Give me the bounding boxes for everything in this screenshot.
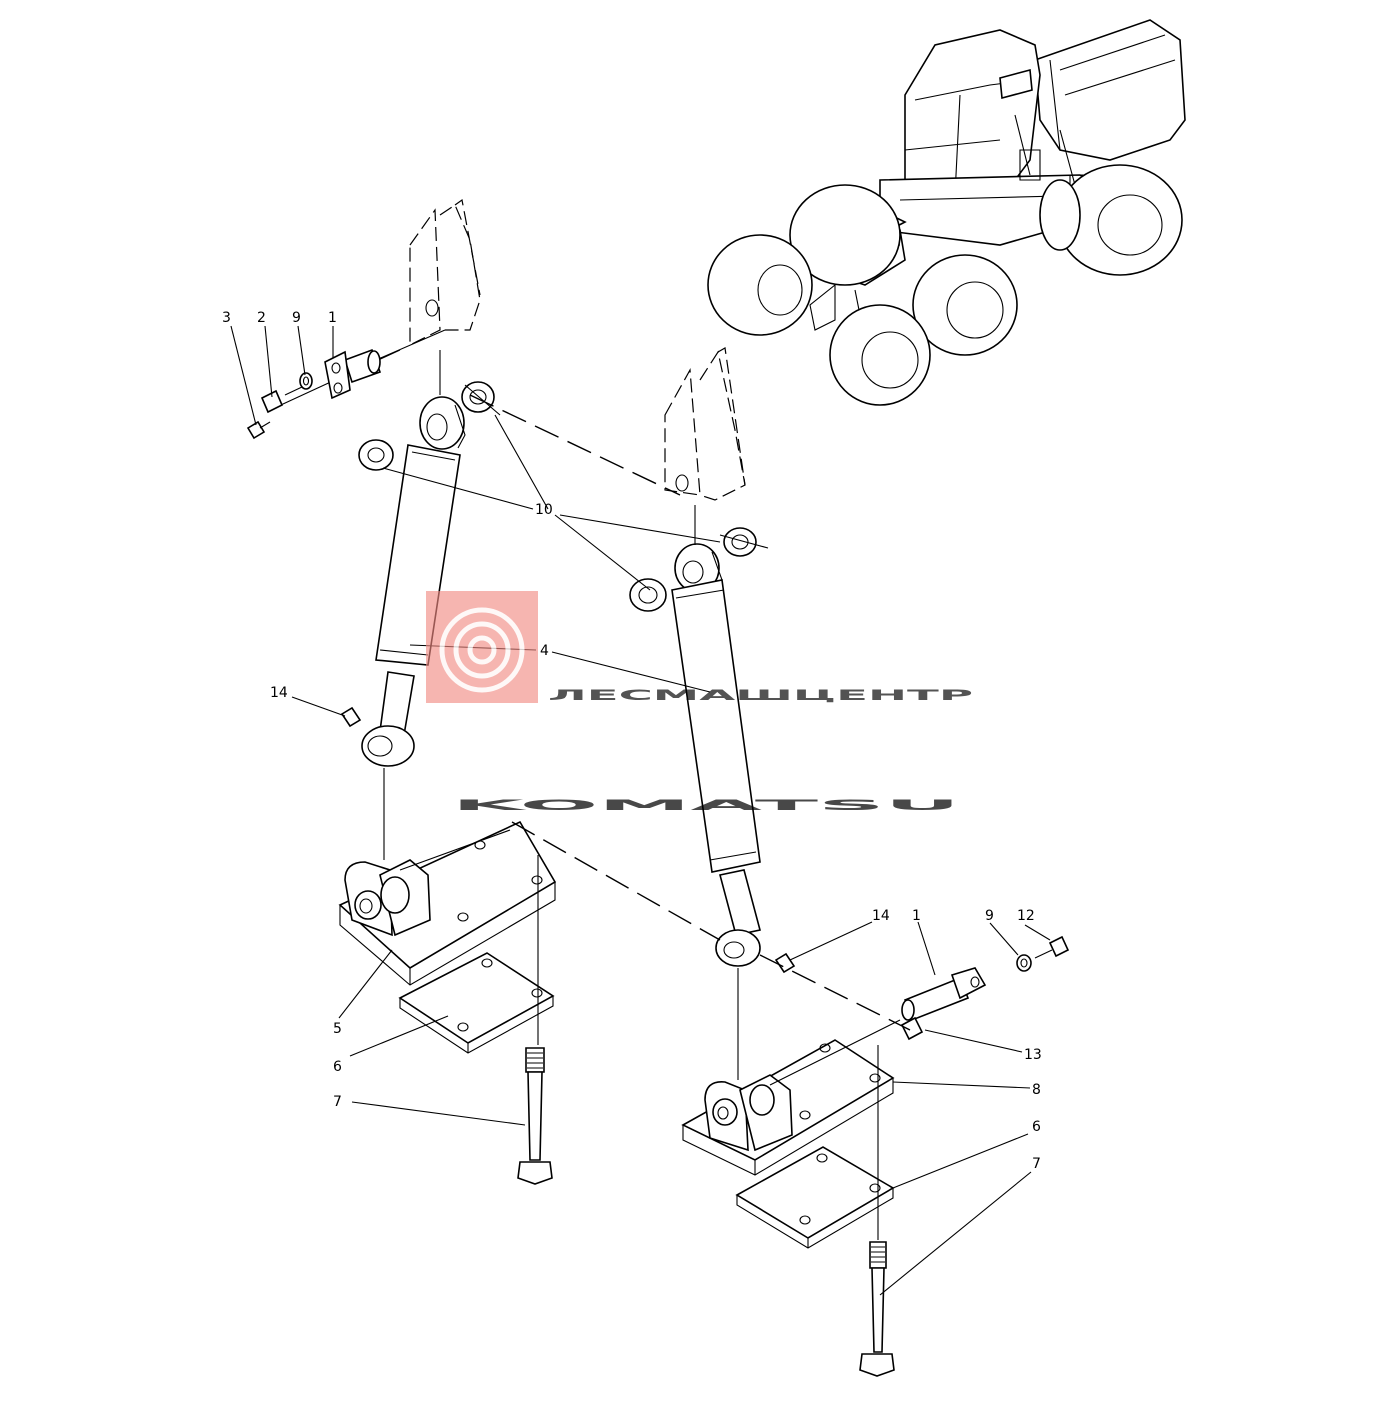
assembly-center-lines	[383, 350, 911, 1240]
base-plate-left-assembly	[338, 820, 557, 1185]
callout-7-right: 7	[1032, 1156, 1041, 1172]
callout-1-right: 1	[912, 908, 921, 924]
machine-wheels	[707, 164, 1183, 406]
lower-pin-assembly	[900, 935, 1070, 1041]
callout-6: 6	[333, 1059, 342, 1075]
callout-9: 9	[292, 310, 301, 326]
callout-12: 12	[1017, 908, 1035, 924]
watermark: ЛЕСМАШЦЕНТР KOMATSU	[426, 591, 973, 814]
callout-6-right: 6	[1032, 1119, 1041, 1135]
upper-pin-assembly	[246, 329, 446, 440]
callout-14-right: 14	[872, 908, 890, 924]
callout-5: 5	[333, 1021, 342, 1037]
hydraulic-cylinder-left	[340, 381, 495, 767]
callout-8: 8	[1032, 1082, 1041, 1098]
watermark-logo-rings	[439, 607, 525, 693]
callout-14: 14	[270, 685, 288, 701]
hydraulic-cylinder-right	[629, 527, 796, 974]
callout-9-right: 9	[985, 908, 994, 924]
callout-3: 3	[222, 310, 231, 326]
callout-7: 7	[333, 1094, 342, 1110]
forwarder-machine-illustration	[707, 19, 1186, 406]
callout-13: 13	[1024, 1047, 1042, 1063]
upper-bracket-left	[409, 198, 481, 346]
upper-bracket-right	[664, 347, 746, 501]
callout-numbers: 3 2 9 1 10 4 14 5 6 7 14 1 9 12 13 8 6 7	[222, 310, 1042, 1172]
base-plate-right-assembly	[681, 1019, 901, 1377]
callout-1: 1	[328, 310, 337, 326]
callout-4: 4	[540, 643, 549, 659]
watermark-brand-cyrillic: ЛЕСМАШЦЕНТР	[548, 688, 973, 704]
callout-10: 10	[535, 502, 553, 518]
callout-2: 2	[257, 310, 266, 326]
watermark-brand-latin: KOMATSU	[452, 798, 960, 814]
